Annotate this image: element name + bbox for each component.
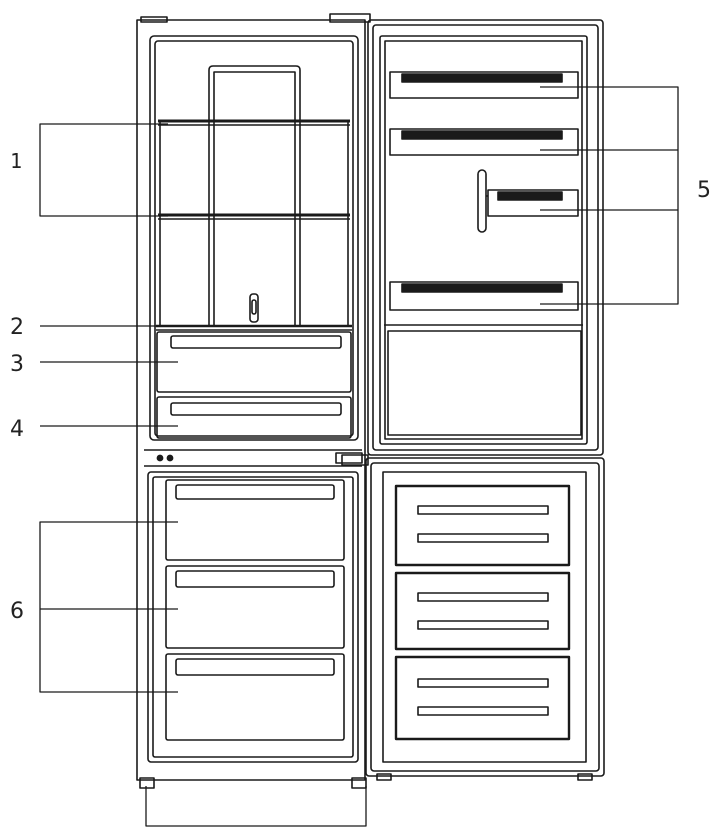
callout-5: 5: [697, 178, 711, 203]
freezer-drawer-middle: [165, 565, 345, 649]
door-balcony-1: [389, 71, 579, 99]
callout-3: 3: [10, 352, 24, 377]
callout-6: 6: [10, 599, 24, 624]
leader-lines: [39, 86, 679, 827]
freezer-door-panel-3: [394, 655, 571, 741]
door-balcony-4: [389, 281, 579, 311]
door-balcony-2: [389, 128, 579, 156]
freezer-door: [341, 454, 605, 781]
crisper-drawer-upper: [156, 331, 352, 393]
freezer-door-panel-2: [394, 571, 571, 651]
freezer-drawer-top: [165, 479, 345, 561]
freezer-compartment: [147, 471, 359, 763]
door-balcony-3: [477, 169, 579, 233]
glass-shelf-upper: [158, 119, 350, 126]
freezer-drawer-bottom: [165, 653, 345, 741]
callout-2: 2: [10, 315, 24, 340]
freezer-door-panel-1: [394, 484, 571, 567]
crisper-drawer-lower: [156, 396, 352, 439]
cabinet-feet: [139, 777, 367, 789]
callout-1: 1: [10, 149, 22, 173]
fridge-cabinet: [136, 16, 366, 781]
glass-shelf-lower: [158, 213, 350, 220]
callout-4: 4: [10, 417, 24, 442]
fridge-door: [329, 13, 604, 456]
control-panel-strip: [144, 449, 363, 467]
